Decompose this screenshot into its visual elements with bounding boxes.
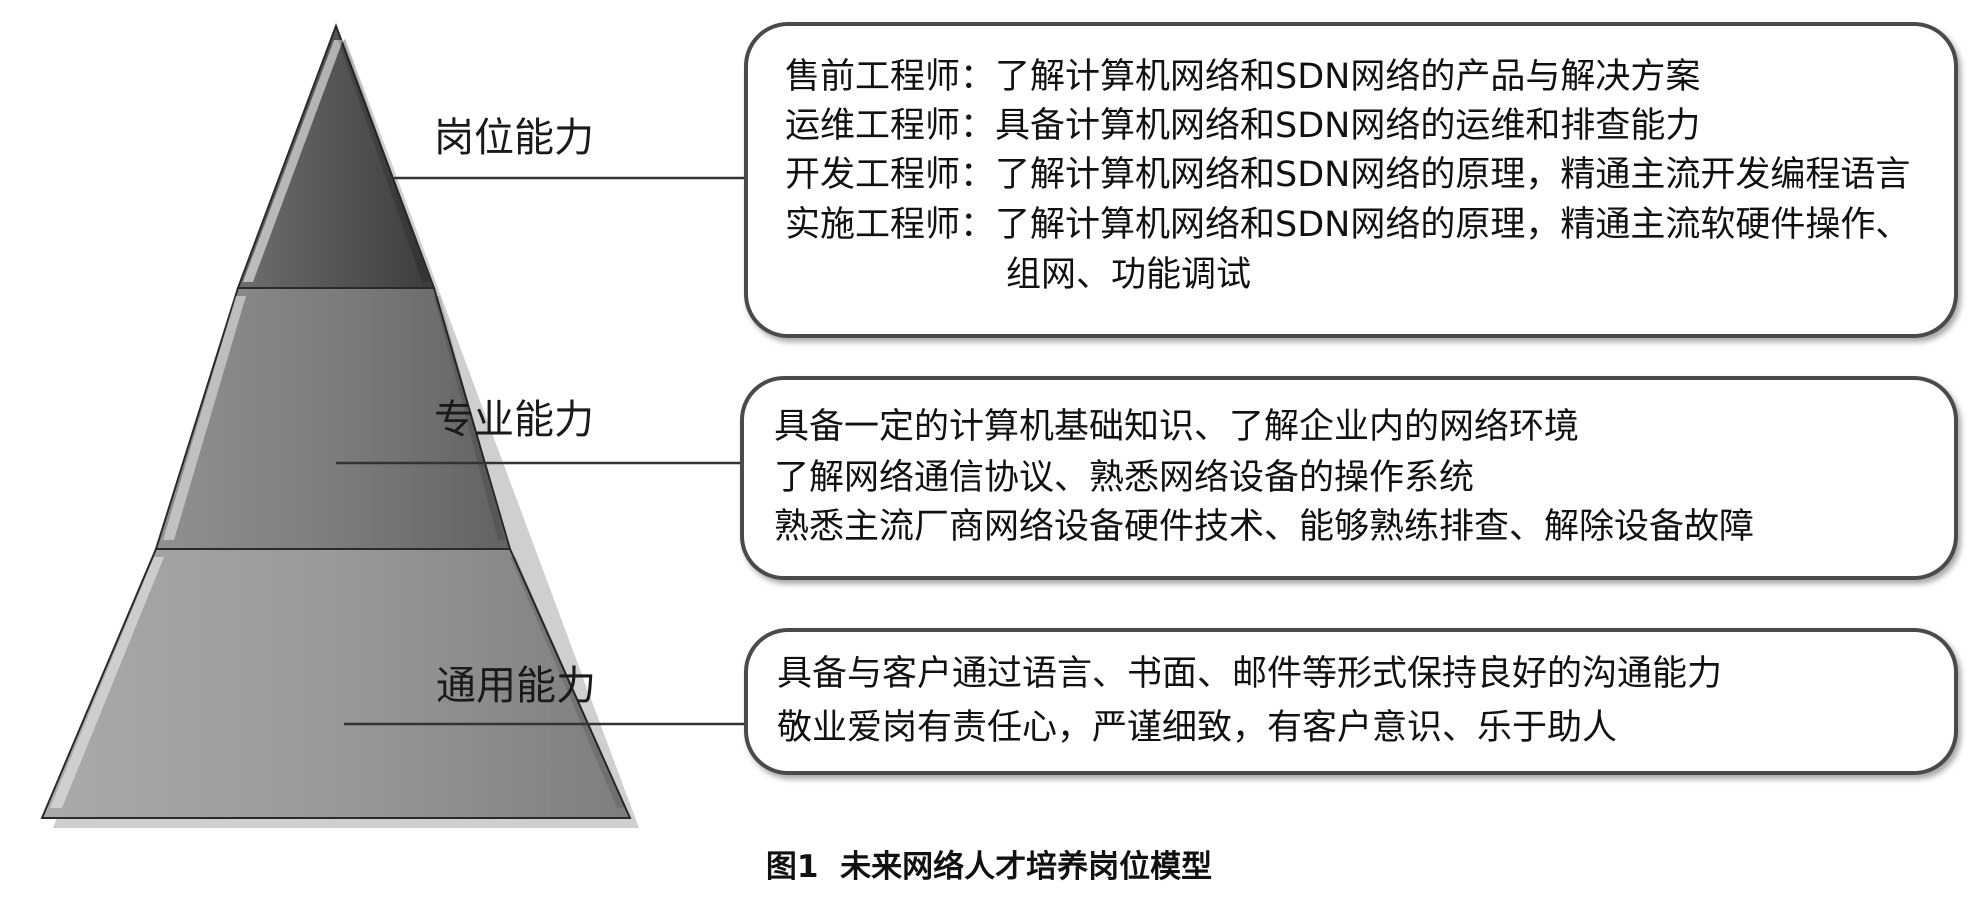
figure-number: 图1 (765, 849, 819, 885)
tier-label-top: 岗位能力 (434, 115, 594, 161)
tier-label-bottom: 通用能力 (436, 663, 596, 709)
pyramid-tier-bottom (40, 548, 632, 819)
description-box-top (744, 22, 1958, 338)
box-bottom-line: 具备与客户通过语言、书面、邮件等形式保持良好的沟通能力 (777, 654, 1723, 694)
box-top-line: 组网、功能调试 (1006, 255, 1252, 295)
box-top-line: 开发工程师：了解计算机网络和SDN网络的原理，精通主流开发编程语言 (785, 155, 1911, 195)
description-box-middle (740, 376, 1958, 580)
figure-title: 未来网络人才培养岗位模型 (840, 849, 1213, 885)
box-top-line: 运维工程师：具备计算机网络和SDN网络的运维和排查能力 (785, 106, 1701, 146)
box-bottom-line: 敬业爱岗有责任心，严谨细致，有客户意识、乐于助人 (777, 708, 1618, 748)
box-top-line: 售前工程师：了解计算机网络和SDN网络的产品与解决方案 (785, 57, 1701, 97)
description-box-bottom (744, 628, 1958, 775)
box-middle-line: 具备一定的计算机基础知识、了解企业内的网络环境 (774, 407, 1580, 447)
tier-label-middle: 专业能力 (434, 397, 594, 443)
box-middle-line: 熟悉主流厂商网络设备硬件技术、能够熟练排查、解除设备故障 (774, 507, 1755, 547)
box-middle-line: 了解网络通信协议、熟悉网络设备的操作系统 (774, 458, 1475, 498)
pyramid-tier-top (236, 23, 436, 289)
box-top-line: 实施工程师：了解计算机网络和SDN网络的原理，精通主流软硬件操作、 (785, 205, 1911, 245)
figure-caption: 图1 未来网络人才培养岗位模型 (0, 852, 1978, 883)
